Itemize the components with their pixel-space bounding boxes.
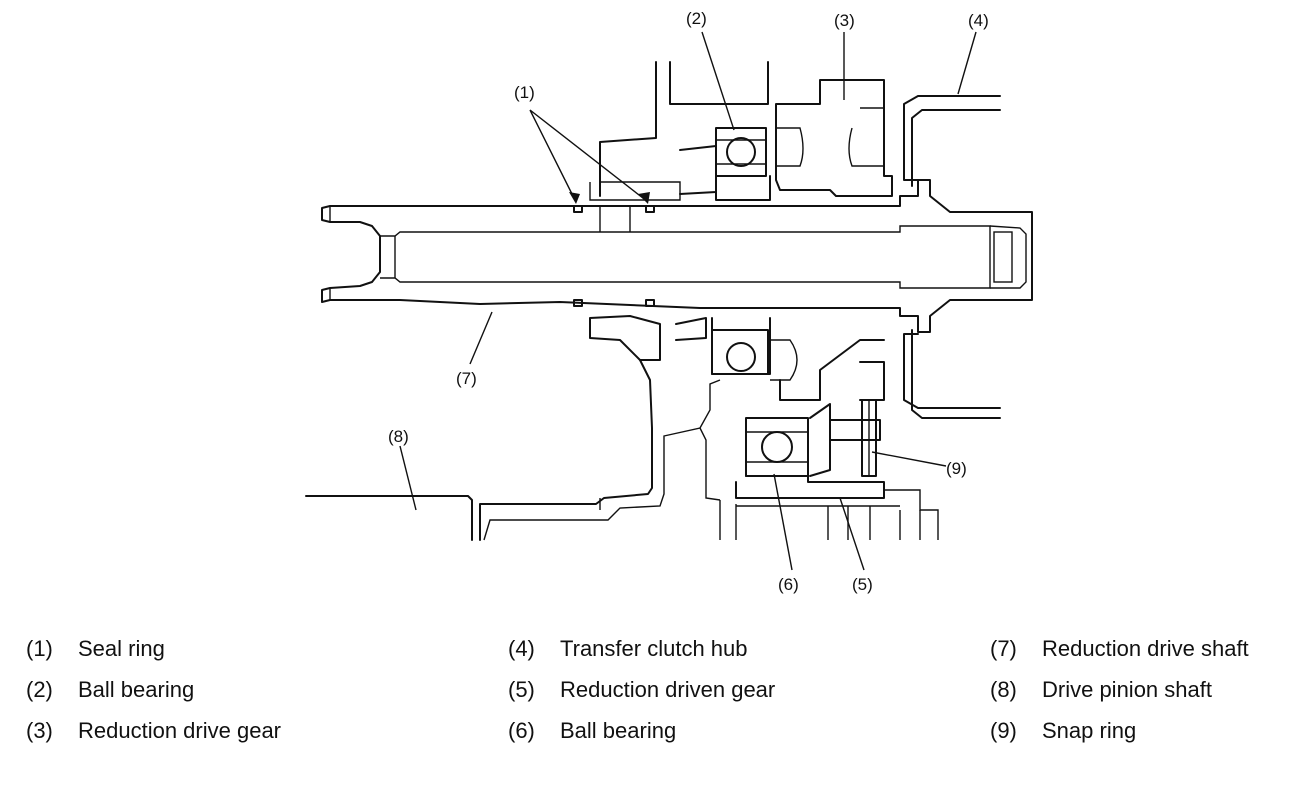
legend-item: (7) Reduction drive shaft [990,628,1249,669]
legend-label: Ball bearing [560,718,677,743]
legend-item: (6) Ball bearing [508,710,775,751]
legend-number: (6) [508,718,535,743]
legend-item: (2) Ball bearing [26,669,281,710]
callout-labels: (1) (2) (3) (4) (5) (6) (7) (8) (9) [388,9,989,594]
legend-label: Seal ring [78,636,165,661]
callout-3: (3) [834,11,855,30]
legend-item: (4) Transfer clutch hub [508,628,775,669]
callout-9: (9) [946,459,967,478]
legend-number: (4) [508,636,535,661]
legend-column-2: (4) Transfer clutch hub (5) Reduction driv… [508,628,775,751]
legend-number: (3) [26,718,53,743]
legend-item: (5) Reduction driven gear [508,669,775,710]
legend-label: Reduction driven gear [560,677,776,702]
legend-item: (8) Drive pinion shaft [990,669,1249,710]
legend-number: (7) [990,636,1017,661]
callout-8: (8) [388,427,409,446]
reduction-drive-gear [775,79,893,197]
legend-label: Transfer clutch hub [560,636,748,661]
legend-label: Ball bearing [78,677,195,702]
legend-item: (1) Seal ring [26,628,281,669]
legend-number: (8) [990,677,1017,702]
callout-6: (6) [778,575,799,594]
callout-7: (7) [456,369,477,388]
legend-label: Snap ring [1042,718,1137,743]
callout-5: (5) [852,575,873,594]
legend-label: Reduction drive gear [78,718,282,743]
legend-number: (5) [508,677,535,702]
legend-label: Reduction drive shaft [1042,636,1249,661]
legend-column-3: (7) Reduction drive shaft (8) Drive pinion… [990,628,1249,751]
parts-legend: (1) Seal ring (2) Ball bearing (3) Reductio… [0,628,1312,768]
legend-number: (9) [990,718,1017,743]
transfer-assembly-diagram: (1) (2) (3) (4) (5) (6) (7) (8) (9) [305,9,1033,594]
callout-4: (4) [968,11,989,30]
lower-case [589,315,939,540]
legend-label: Drive pinion shaft [1042,677,1212,702]
legend-column-1: (1) Seal ring (2) Ball bearing (3) Reductio… [26,628,281,751]
reduction-drive-shaft [321,179,1033,333]
upper-case [589,61,771,201]
legend-number: (2) [26,677,53,702]
legend-item: (3) Reduction drive gear [26,710,281,751]
leader-lines [399,31,977,571]
callout-1: (1) [514,83,535,102]
legend-number: (1) [26,636,53,661]
callout-2: (2) [686,9,707,28]
legend-item: (9) Snap ring [990,710,1249,751]
drive-pinion-case [305,359,721,541]
transfer-clutch-hub [903,95,1001,419]
